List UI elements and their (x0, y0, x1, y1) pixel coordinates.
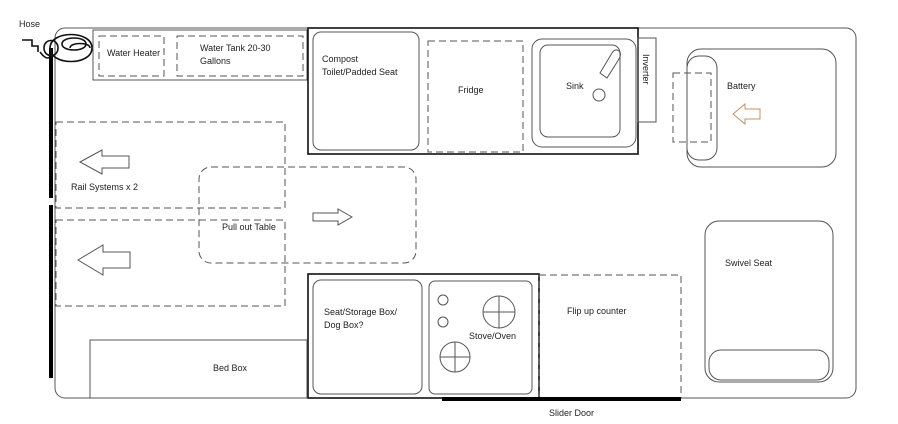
water-tank-label-1: Water Tank 20-30 (200, 43, 271, 53)
rail-arrow-top-icon (78, 149, 130, 175)
rail-system-bottom (55, 219, 286, 307)
stove-oven-label: Stove/Oven (469, 331, 516, 341)
swivel-seat-label: Swivel Seat (725, 258, 773, 268)
bed-box (89, 339, 308, 399)
inverter (637, 37, 657, 123)
compost-label-1: Compost (322, 54, 359, 64)
rail-system-top (55, 121, 286, 209)
hose-label: Hose (19, 19, 40, 29)
hose-icon (22, 33, 93, 63)
swivel-seat (704, 220, 834, 383)
battery-dashed (672, 72, 712, 143)
battery-back (686, 55, 718, 161)
bed-box-label: Bed Box (213, 363, 248, 373)
seat-storage-label-2: Dog Box? (324, 320, 364, 330)
drain-icon (592, 88, 606, 102)
seat-storage-label-1: Seat/Storage Box/ (324, 307, 398, 317)
table-arrow-icon (312, 208, 354, 226)
battery-seat (686, 48, 837, 168)
hose-icon-curl (39, 51, 53, 59)
burner-large-1-icon (482, 295, 516, 329)
fridge-label: Fridge (458, 85, 484, 95)
pull-out-table-label: Pull out Table (222, 222, 276, 232)
fridge (427, 40, 524, 153)
burner-large-2-icon (439, 341, 471, 373)
stove-oven (428, 280, 533, 395)
inverter-label: Inverter (641, 54, 651, 85)
faucet-icon (599, 49, 621, 79)
rail-systems-label: Rail Systems x 2 (71, 182, 138, 192)
battery-arrow-icon (732, 102, 761, 126)
seat-storage-box (312, 279, 423, 395)
water-heater-box (98, 35, 165, 77)
water-tank-box (176, 35, 304, 77)
water-heater-label: Water Heater (107, 48, 160, 58)
flip-up-counter-label: Flip up counter (567, 306, 627, 316)
swivel-seat-cushion (708, 349, 830, 381)
sink-basin (539, 44, 621, 138)
water-strip (92, 29, 308, 81)
sink-label: Sink (566, 81, 584, 91)
rail-arrow-bottom-icon (77, 244, 131, 276)
pull-out-table (198, 166, 417, 264)
sink-outer (531, 38, 637, 148)
water-tank-label-2: Gallons (200, 56, 231, 66)
slider-door-label: Slider Door (549, 408, 594, 418)
burner-small-1-icon (437, 294, 449, 306)
burner-small-2-icon (437, 316, 449, 328)
compost-label-2: Toilet/Padded Seat (322, 67, 398, 77)
compost-toilet (312, 31, 420, 151)
battery-label: Battery (727, 81, 756, 91)
flip-up-counter (538, 274, 682, 399)
